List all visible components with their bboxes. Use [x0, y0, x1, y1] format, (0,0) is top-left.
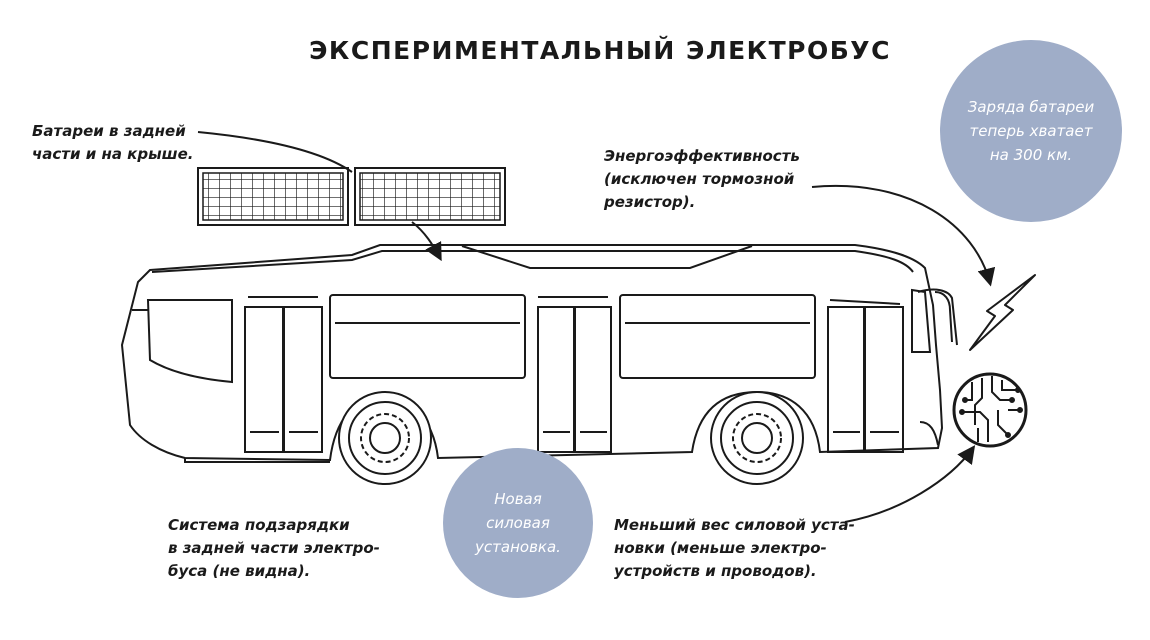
battery-pack-icon [354, 167, 506, 226]
caption-efficiency: Энергоэффективность (исключен тормозной … [604, 145, 800, 214]
caption-line: Система подзарядки [168, 516, 350, 534]
caption-line: части и на крыше. [32, 145, 194, 163]
caption-line: буса (не видна). [168, 562, 311, 580]
front-wheel [338, 391, 432, 485]
bubble-line: Новая [494, 490, 542, 508]
callout-lines [197, 131, 996, 523]
battery-pack-icon [197, 167, 349, 226]
caption-line: Батареи в задней [32, 122, 186, 140]
caption-line: Энергоэффективность [604, 147, 800, 165]
bubble-line: Заряда батареи [967, 98, 1095, 116]
caption-weight: Меньший вес силовой уста- новки (меньше … [614, 514, 855, 583]
lightning-bolt-icon [969, 274, 1036, 351]
range-bubble: Заряда батареи теперь хватает на 300 км. [940, 40, 1122, 222]
caption-charging: Система подзарядки в задней части электр… [168, 514, 380, 583]
weight-arrow [844, 445, 976, 523]
caption-batteries: Батареи в задней части и на крыше. [32, 120, 193, 166]
caption-line: устройств и проводов). [614, 562, 817, 580]
caption-line: (исключен тормозной [604, 170, 795, 188]
caption-line: Меньший вес силовой уста- [614, 516, 855, 534]
caption-line: резистор). [604, 193, 696, 211]
batteries-leader-line [197, 131, 353, 173]
efficiency-arrow [811, 184, 996, 287]
batteries-arrow [411, 221, 442, 262]
bubble-line: на 300 км. [989, 146, 1073, 164]
caption-line: в задней части электро- [168, 539, 380, 557]
bubble-line: теперь хватает [969, 122, 1093, 140]
bus-body [120, 244, 958, 463]
caption-line: новки (меньше электро- [614, 539, 827, 557]
bubble-line: силовая [486, 514, 550, 532]
rear-wheel [710, 391, 804, 485]
page-title: ЭКСПЕРИМЕНТАЛЬНЫЙ ЭЛЕКТРОБУС [309, 36, 891, 65]
circuit-chip-icon [952, 372, 1028, 448]
powertrain-bubble: Новая силовая установка. [443, 448, 593, 598]
bubble-line: установка. [475, 538, 561, 556]
